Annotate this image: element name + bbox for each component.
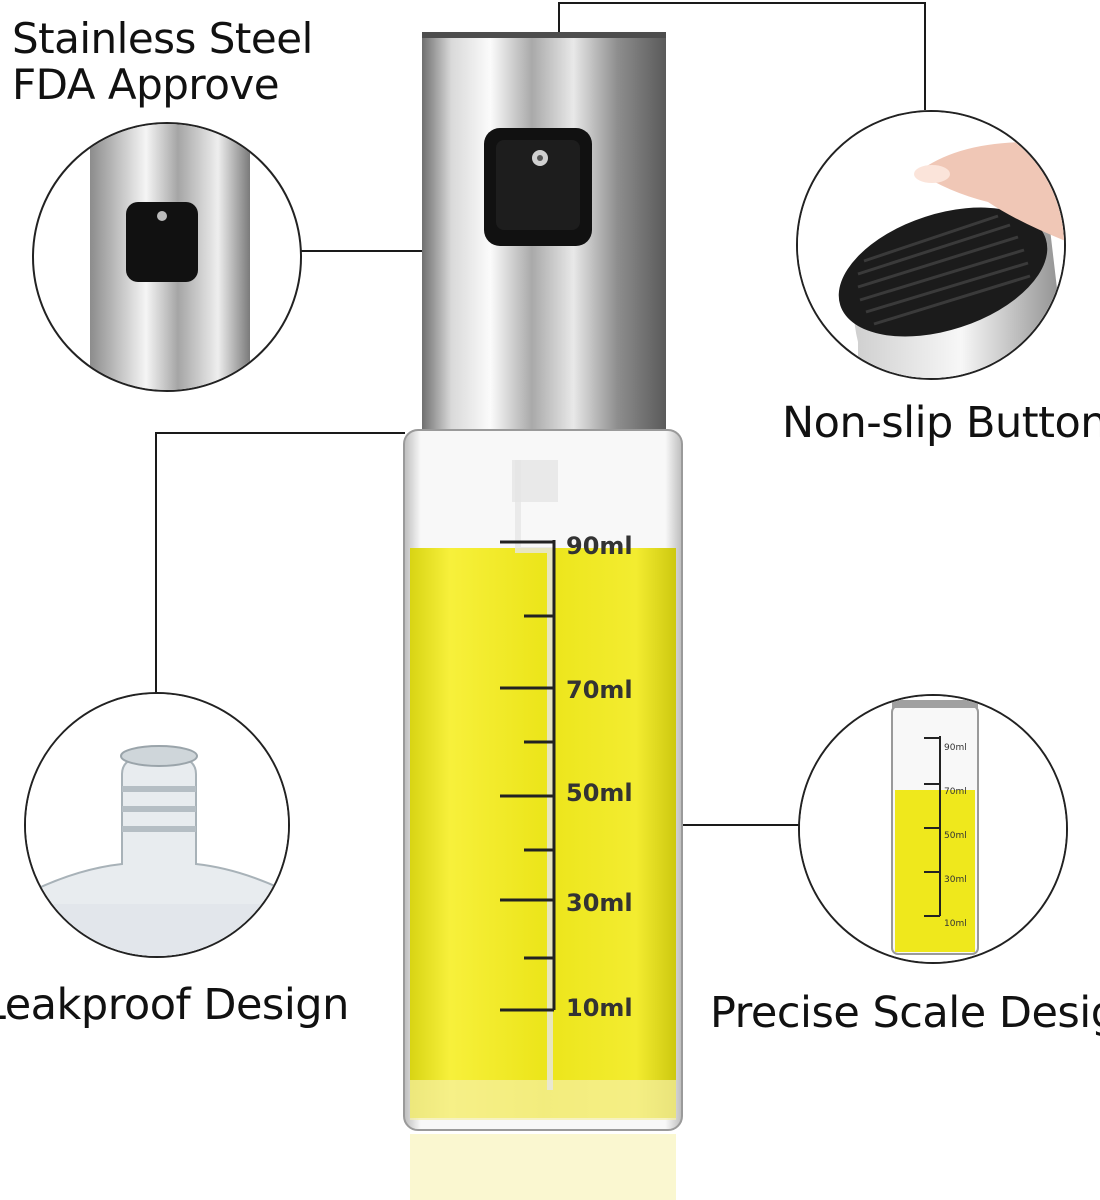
stainless-steel-label: Stainless Steel FDA Approve bbox=[12, 16, 313, 108]
scale-mark-90: 90ml bbox=[566, 532, 633, 560]
precise-scale-design-label: Precise Scale Design bbox=[710, 988, 1100, 1038]
scale-ticks bbox=[500, 540, 556, 1012]
mini-scale-10: 10ml bbox=[944, 919, 967, 929]
stainless-steel-line1: Stainless Steel bbox=[12, 14, 313, 63]
mini-scale-70: 70ml bbox=[944, 787, 967, 797]
scale-mark-70: 70ml bbox=[566, 676, 633, 704]
connector-precise bbox=[678, 824, 800, 826]
oil-sprayer-bottle: 90ml 70ml 50ml 30ml 10ml bbox=[403, 32, 683, 1200]
connector-top-vertical-right bbox=[924, 2, 926, 110]
connector-leakproof-h bbox=[155, 432, 405, 434]
scale-mark-30: 30ml bbox=[566, 889, 633, 917]
non-slip-button-label: Non-slip Button bbox=[782, 398, 1100, 448]
non-slip-button-circle bbox=[796, 110, 1066, 380]
mini-scale-30: 30ml bbox=[944, 875, 967, 885]
leakproof-circle bbox=[24, 692, 290, 958]
oil-fill bbox=[410, 548, 676, 1118]
scale-mark-50: 50ml bbox=[566, 779, 633, 807]
finger bbox=[918, 142, 1064, 241]
scale-mark-10: 10ml bbox=[566, 994, 633, 1022]
precise-scale-circle: 90ml 70ml 50ml 30ml 10ml bbox=[798, 694, 1068, 964]
connector-stainless bbox=[300, 250, 422, 252]
connector-top bbox=[558, 2, 926, 4]
fda-approve-line2: FDA Approve bbox=[12, 60, 280, 109]
stainless-closeup-circle bbox=[32, 122, 302, 392]
mini-scale-90: 90ml bbox=[944, 743, 967, 753]
leakproof-design-label: Leakproof Design bbox=[0, 980, 349, 1030]
connector-top-vertical-left bbox=[558, 2, 560, 32]
mini-scale-50: 50ml bbox=[944, 831, 967, 841]
connector-leakproof-v bbox=[155, 432, 157, 694]
